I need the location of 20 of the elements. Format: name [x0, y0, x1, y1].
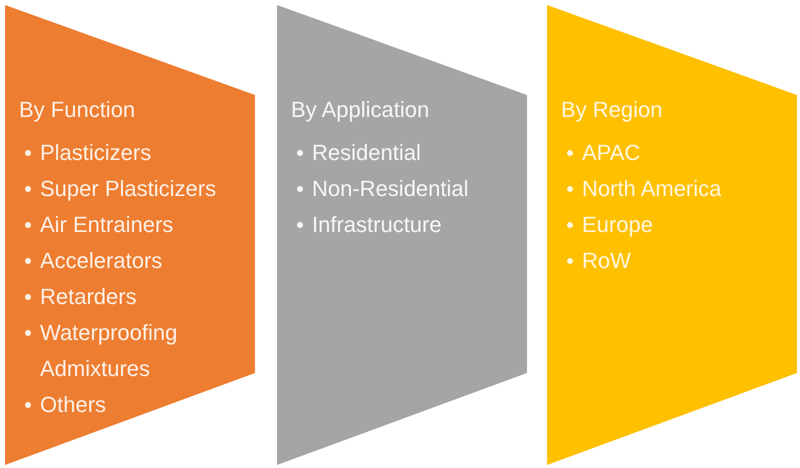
- panel-heading: By Region: [561, 96, 663, 124]
- list-item: Non-Residential: [312, 175, 470, 203]
- list-item: Air Entrainers: [40, 211, 174, 239]
- category-panel: [5, 5, 255, 465]
- list-item: Residential: [312, 139, 422, 167]
- category-panel: [547, 5, 797, 465]
- list-item: Super Plasticizers: [40, 175, 218, 203]
- list-item: Waterproofing Admixtures: [40, 319, 178, 383]
- list-item: North America: [582, 175, 722, 203]
- list-item: Europe: [582, 211, 654, 239]
- list-item: Accelerators: [40, 247, 164, 275]
- list-item: Plasticizers: [40, 139, 152, 167]
- list-item: Infrastructure: [312, 211, 443, 239]
- list-item: Retarders: [40, 283, 138, 311]
- list-item: APAC: [582, 139, 642, 167]
- list-item: RoW: [582, 247, 632, 275]
- panel-heading: By Application: [291, 96, 430, 124]
- list-item: Others: [40, 391, 108, 419]
- panel-heading: By Function: [19, 96, 136, 124]
- category-panel: [277, 5, 527, 465]
